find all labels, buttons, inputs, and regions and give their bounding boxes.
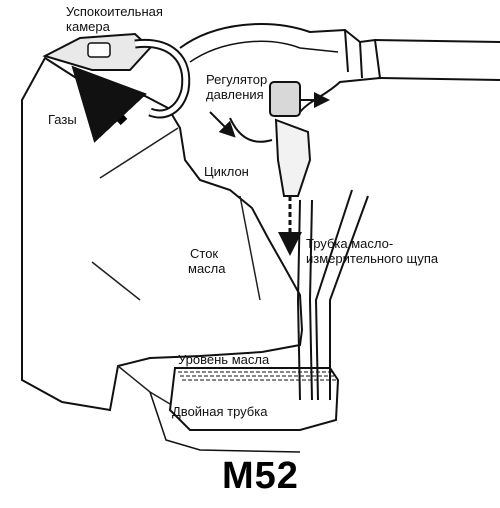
double-tube-label: Двойная трубка [172, 404, 268, 419]
engine-block-outline [21, 56, 304, 412]
calming-chamber-label-2: камера [66, 19, 110, 34]
engine-inner-edge [91, 127, 261, 405]
oil-drain-label-1: Сток [190, 246, 219, 261]
gas-flow-arrow-cyclone [209, 111, 236, 138]
engine-lower-edge [149, 391, 301, 453]
cyclone-label: Циклон [204, 164, 249, 179]
cyclone-feed-hose [229, 117, 273, 143]
gases-arrow [71, 65, 147, 143]
cyclone-body [274, 118, 312, 197]
dipstick-tube-label-1: Трубка масло- [306, 236, 394, 251]
calming-chamber-window [87, 42, 111, 58]
intake-flange [344, 29, 500, 81]
intake-pipe-inner [189, 40, 339, 63]
dipstick-angled [314, 189, 369, 401]
engine-model-title: M52 [222, 455, 299, 497]
breather-hose-core [134, 40, 189, 117]
oil-pan [168, 367, 340, 431]
dipstick-tube-left [296, 199, 301, 401]
oil-level-hatch [178, 371, 336, 381]
oil-level-label: Уровень масла [178, 352, 270, 367]
pressure-regulator-label-1: Регулятор [206, 72, 268, 87]
pressure-regulator-label-2: давления [206, 87, 264, 102]
oil-drain-label-2: масла [188, 261, 226, 276]
dipstick-tube-label-2: измерительного щупа [306, 251, 439, 266]
pressure-regulator-body [269, 81, 301, 117]
calming-chamber-label-1: Успокоительная [66, 4, 163, 19]
gases-label: Газы [48, 112, 77, 127]
dipstick-tube-right [308, 199, 313, 401]
